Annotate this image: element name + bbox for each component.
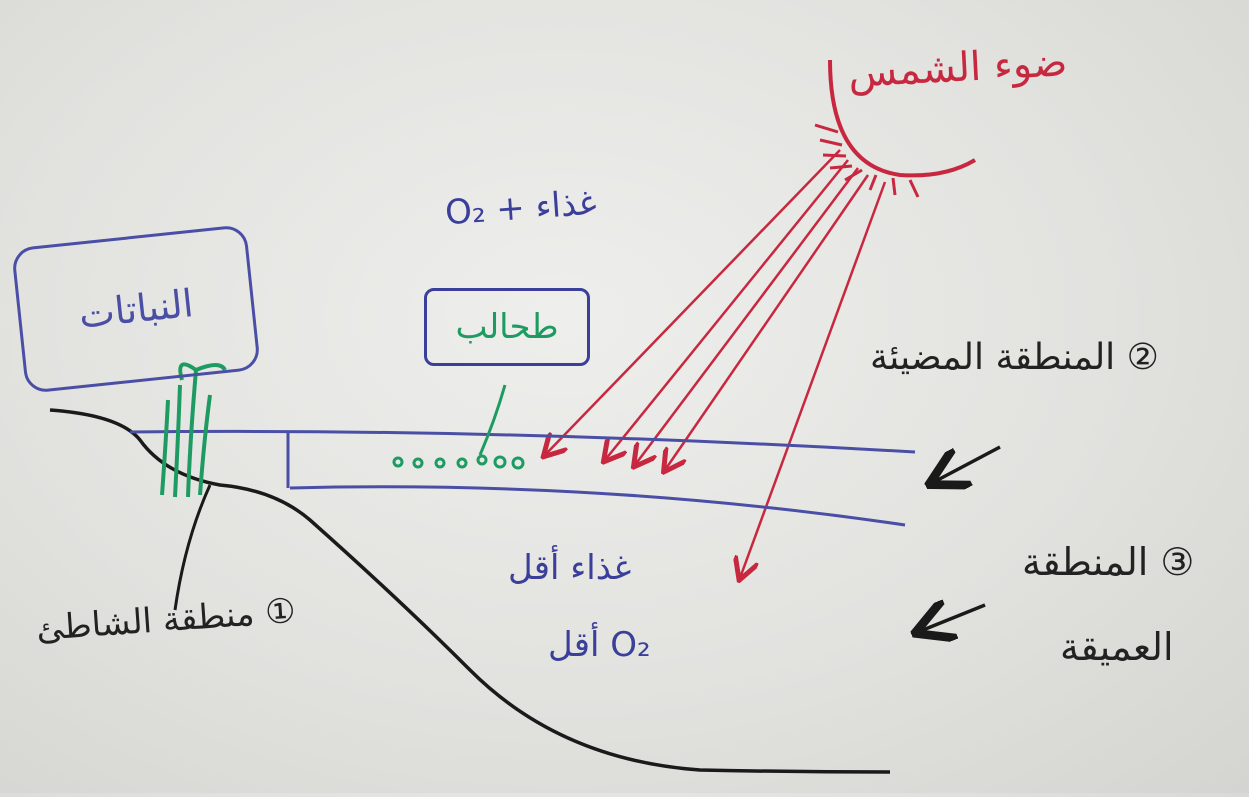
plants-label: النباتات bbox=[11, 224, 261, 394]
shore-pointer bbox=[173, 484, 212, 611]
light-rays bbox=[545, 149, 887, 578]
photic-boundary bbox=[289, 485, 906, 527]
zone-2-label: ② المنطقة المضيئة bbox=[870, 337, 1159, 378]
zone-2-arrow bbox=[932, 445, 1001, 483]
water-surface bbox=[129, 429, 916, 454]
less-oxygen-label: O₂ أقل bbox=[548, 625, 651, 665]
less-food-label: غذاء أقل bbox=[508, 548, 632, 588]
sun-icon bbox=[828, 59, 977, 178]
zone-3-label: ③ المنطقة bbox=[1022, 540, 1195, 584]
algae-label: طحالب bbox=[424, 288, 590, 366]
zone-3-sublabel: العميقة bbox=[1060, 625, 1174, 669]
algae-pointer bbox=[478, 384, 507, 456]
plant-icon bbox=[160, 362, 227, 498]
seabed-line bbox=[49, 408, 891, 774]
zone-3-arrow bbox=[918, 605, 986, 632]
algae-dots bbox=[392, 454, 525, 470]
